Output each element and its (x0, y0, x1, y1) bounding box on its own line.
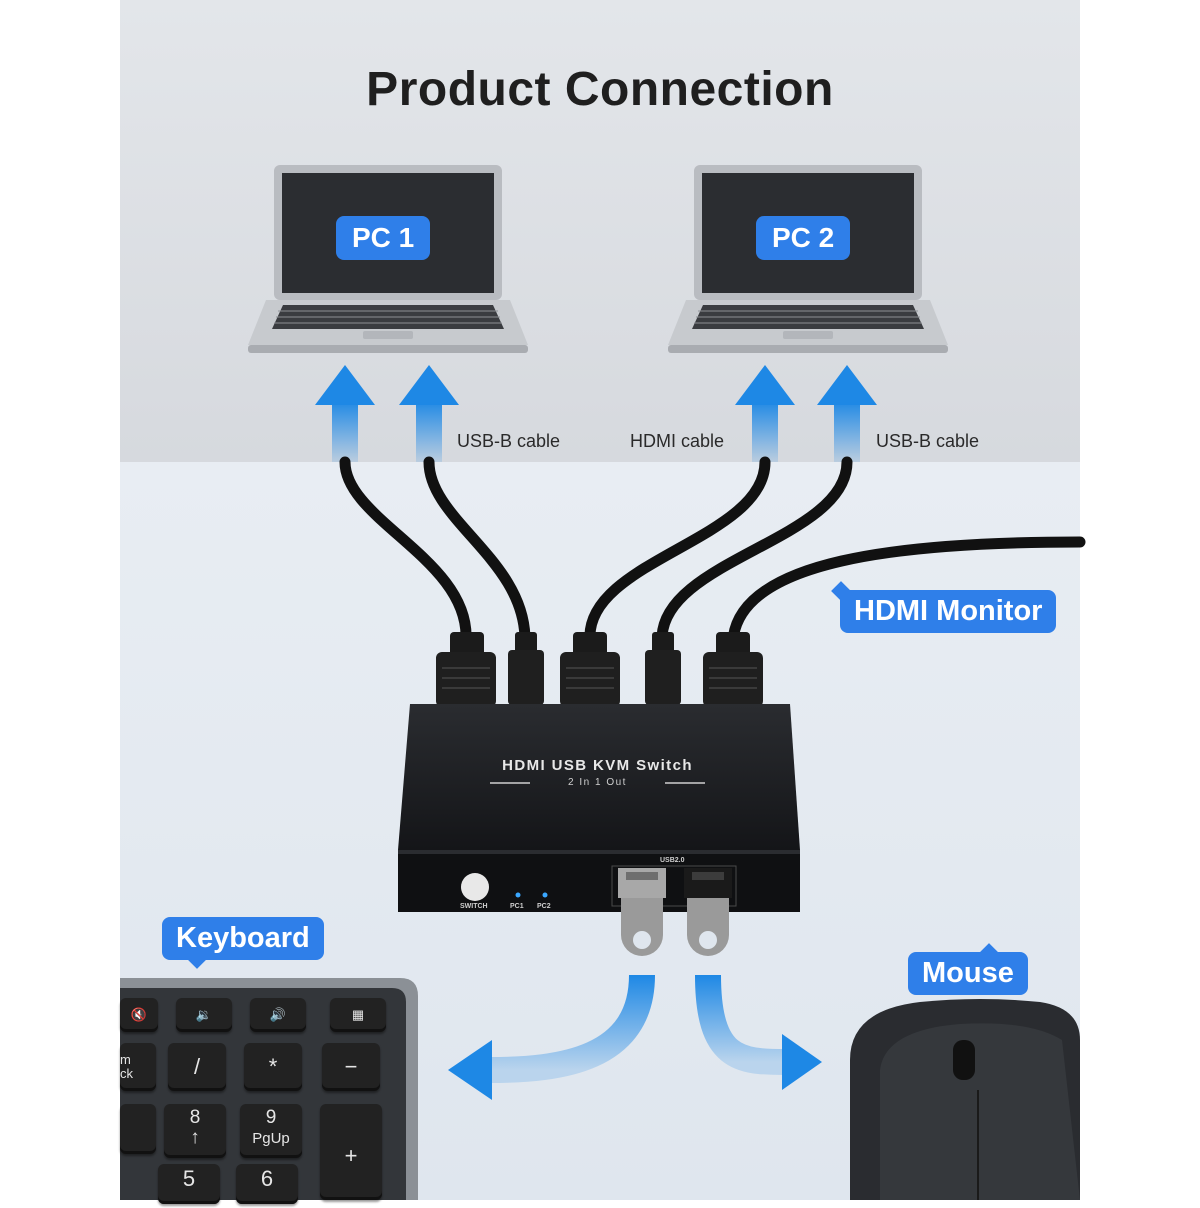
cable-pc2-hdmi (584, 456, 771, 646)
up-arrow-3 (735, 365, 795, 462)
usb-b-connector-1 (508, 632, 544, 705)
usb-plug-mouse (684, 868, 732, 956)
key-slash: / (168, 1043, 226, 1091)
pc2-label: PC 2 (756, 216, 851, 260)
hdmi-monitor-callout: HDMI Monitor (840, 590, 1057, 633)
keyboard-callout: Keyboard (162, 917, 324, 960)
cable-pc2-usb (656, 456, 853, 646)
up-arrow-2 (399, 365, 459, 462)
usb-plug-keyboard (618, 868, 666, 956)
key-volume-down: 🔉 (176, 998, 232, 1032)
key-pgup-text: PgUp (252, 1130, 290, 1147)
arrow-up-icon: ↑ (190, 1127, 200, 1148)
key-minus: − (322, 1043, 380, 1091)
usb-b-cable-label-left: USB-B cable (457, 431, 561, 451)
kvm-switch-box (398, 704, 800, 912)
key-mute-partial: 🔇 (120, 998, 158, 1032)
mouse (850, 999, 1080, 1200)
key-calculator: ▦ (330, 998, 386, 1032)
arrow-to-keyboard (448, 974, 655, 1100)
page-title: Product Connection (366, 63, 834, 116)
switch-button[interactable] (461, 873, 489, 901)
key-plus: + (320, 1104, 382, 1200)
usb-port-label: USB2.0 (660, 857, 685, 864)
led-pc1-label: PC1 (510, 903, 524, 910)
hdmi-cable-label: HDMI cable (630, 431, 725, 451)
left-margin (0, 0, 120, 1200)
cable-pc1-usb (423, 456, 531, 646)
hdmi-connector-2 (560, 632, 620, 707)
cable-monitor-hdmi (727, 536, 1086, 646)
key-numlock-text-top: m (120, 1052, 131, 1067)
usb-b-connector-2 (645, 632, 681, 705)
cable-pc1-hdmi (339, 456, 472, 646)
mouse-callout: Mouse (908, 952, 1028, 995)
key-star: * (244, 1043, 302, 1091)
up-arrow-4 (817, 365, 877, 462)
switch-label: SWITCH (460, 903, 488, 910)
key-partial-left (120, 1104, 156, 1154)
up-arrow-1 (315, 365, 375, 462)
device-name: HDMI USB KVM Switch (502, 757, 693, 774)
right-margin (1080, 0, 1200, 1200)
hdmi-connector-1 (436, 632, 496, 707)
key-8-up: 8↑ (164, 1104, 226, 1158)
key-8-text: 8 (189, 1107, 201, 1128)
key-numlock-text-bottom: ck (120, 1066, 133, 1081)
led-pc2 (542, 892, 548, 898)
key-6: 6 (236, 1164, 298, 1204)
pc1-label: PC 1 (336, 216, 431, 260)
hdmi-connector-monitor (703, 632, 763, 707)
led-pc1 (515, 892, 521, 898)
key-9-text: 9 (265, 1107, 277, 1128)
led-pc2-label: PC2 (537, 903, 551, 910)
arrow-to-mouse (695, 974, 822, 1090)
usb-b-cable-label-right: USB-B cable (876, 431, 980, 451)
key-5: 5 (158, 1164, 220, 1204)
key-volume-up: 🔊 (250, 998, 306, 1032)
device-subtitle: 2 In 1 Out (568, 777, 627, 788)
